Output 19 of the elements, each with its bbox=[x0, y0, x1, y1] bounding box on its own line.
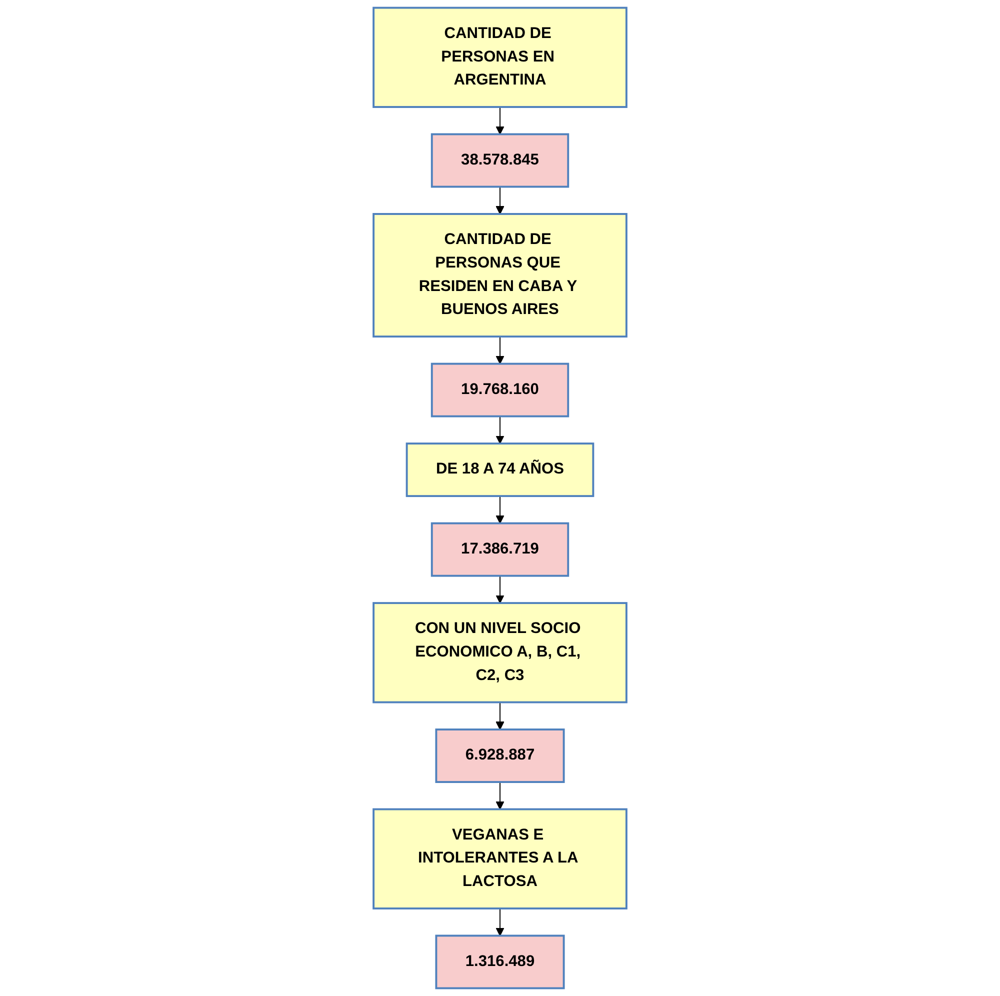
arrow bbox=[496, 496, 504, 524]
arrow bbox=[496, 702, 504, 730]
arrow bbox=[496, 336, 504, 364]
arrow bbox=[496, 106, 504, 135]
node-box: 1.316.489 bbox=[435, 934, 565, 990]
node-box: VEGANAS E INTOLERANTES A LA LACTOSA bbox=[372, 808, 628, 910]
arrow bbox=[496, 416, 504, 444]
node-box: 17.386.719 bbox=[430, 522, 570, 577]
node-box: CON UN NIVEL SOCIO ECONOMICO A, B, C1, C2, C3 bbox=[372, 602, 628, 704]
node-box: DE 18 A 74 AÑOS bbox=[406, 442, 594, 498]
node-box: 19.768.160 bbox=[430, 362, 570, 418]
arrow bbox=[496, 908, 504, 936]
arrow bbox=[496, 575, 504, 604]
node-box: CANTIDAD DE PERSONAS EN ARGENTINA bbox=[372, 6, 628, 108]
arrow bbox=[496, 186, 504, 214]
node-box: 38.578.845 bbox=[430, 133, 570, 188]
node-box: 6.928.887 bbox=[435, 728, 565, 783]
node-box: CANTIDAD DE PERSONAS QUE RESIDEN EN CABA Y BUENOS AIRES bbox=[372, 213, 628, 338]
arrow bbox=[496, 782, 504, 810]
